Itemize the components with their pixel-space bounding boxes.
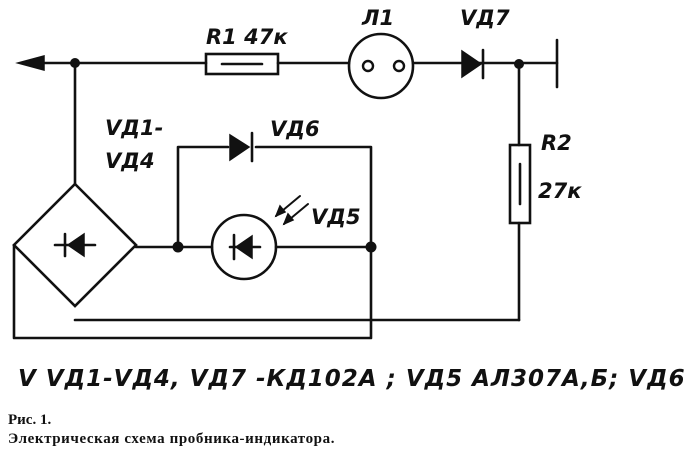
light-emission-arrows-icon — [274, 195, 309, 226]
label-vd5: VД5 — [311, 205, 361, 229]
label-r2-name: R2 — [541, 131, 572, 155]
label-vd6: VД6 — [270, 117, 320, 141]
label-bridge-top: VД1- — [105, 116, 163, 140]
label-vd7: VД7 — [460, 6, 510, 30]
parts-list: V VД1-VД4, VД7 -КД102А ; VД5 АЛ307А,Б; V… — [18, 366, 686, 392]
diode-vd6 — [229, 131, 254, 163]
label-r1: R1 47к — [206, 25, 288, 49]
led-vd5 — [210, 213, 278, 281]
neon-lamp-l1 — [347, 32, 415, 100]
label-l1: Л1 — [361, 6, 394, 30]
figure-label: Рис. 1. — [8, 412, 52, 428]
output-arrow — [15, 55, 45, 71]
circuit-schematic: R1 47к Л1 VД7 VД1- VД4 VД6 VД5 R2 27к — [12, 6, 582, 340]
resistor-r2 — [508, 143, 532, 225]
diode-vd7 — [461, 48, 485, 80]
right-wire — [73, 62, 521, 322]
diode-bridge-vd1-vd4 — [12, 182, 138, 308]
figure-caption: Электрическая схема пробника-индикатора. — [8, 431, 336, 447]
return-wire — [12, 243, 373, 340]
label-r2-value: 27к — [538, 179, 582, 203]
vd6-loop-wire — [176, 145, 373, 249]
label-bridge-bottom: VД4 — [105, 149, 155, 173]
resistor-r1 — [204, 52, 280, 76]
